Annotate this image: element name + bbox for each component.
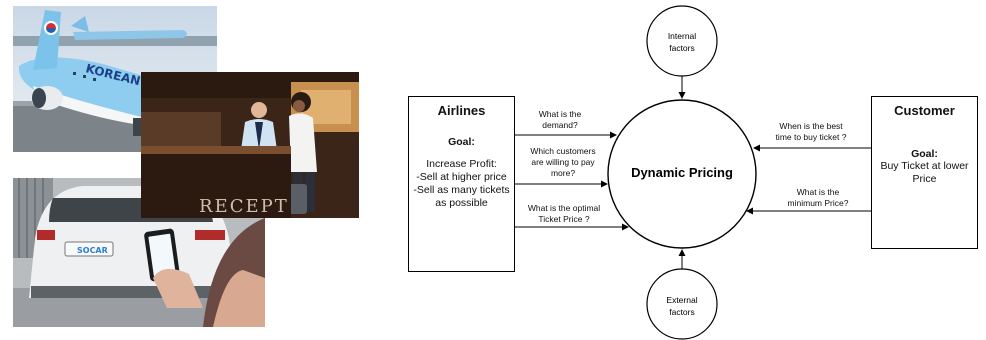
airlines-goal-heading: Increase Profit: (426, 158, 497, 170)
customer-goal-line: Buy Ticket at lower (880, 160, 969, 172)
customer-box: Customer Goal: Buy Ticket at lower Price (871, 96, 978, 249)
airlines-title: Airlines (437, 103, 486, 118)
customer-goal-label: Goal: (911, 148, 938, 160)
reception-photo: RECEPT (141, 72, 359, 218)
airlines-goal-item: as possible (435, 197, 488, 209)
svg-text:SOCAR: SOCAR (77, 246, 108, 255)
svg-text:RECEPT: RECEPT (199, 196, 289, 217)
airlines-box: Airlines Goal: Increase Profit: -Sell at… (408, 96, 515, 272)
center-label: Dynamic Pricing (631, 165, 733, 180)
airlines-goal-item: -Sell as many tickets (413, 184, 510, 196)
airlines-goal-label: Goal: (448, 136, 475, 148)
airlines-goal-item: -Sell at higher price (416, 171, 507, 183)
customer-title: Customer (894, 103, 955, 118)
dynamic-pricing-circle (607, 99, 757, 249)
customer-goal-line: Price (912, 173, 937, 185)
